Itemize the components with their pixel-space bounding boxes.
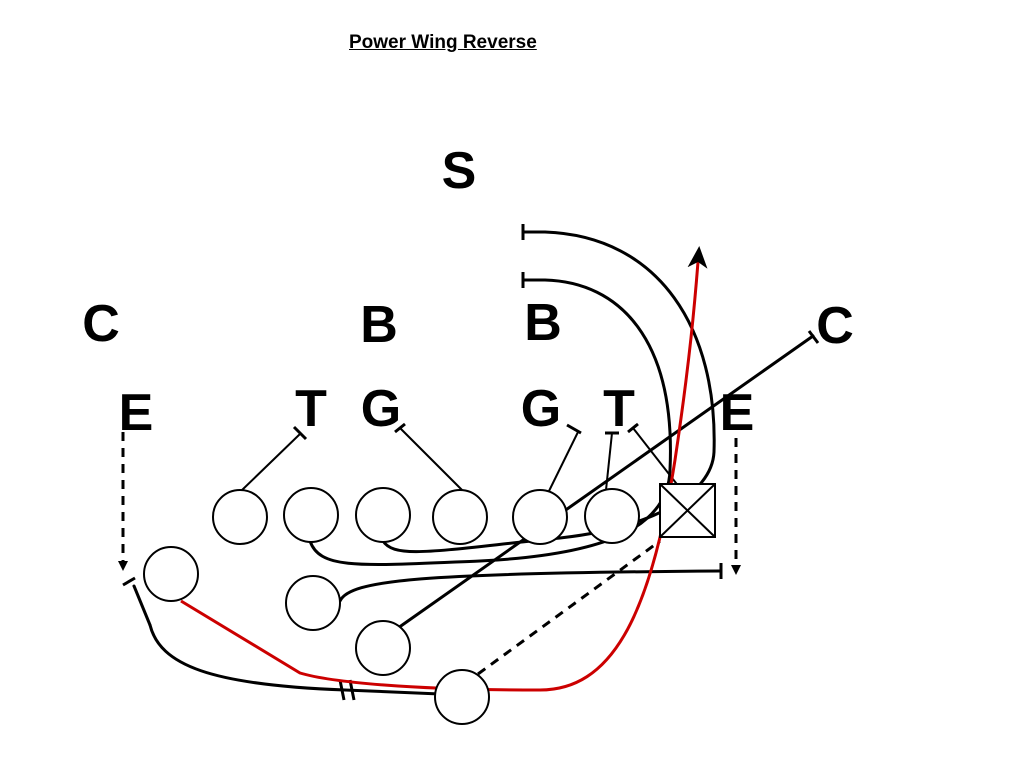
offense-fullback: [285, 575, 341, 631]
defender-safety: S: [442, 142, 477, 200]
defender-left-backer: B: [360, 296, 398, 354]
handoff-route: [148, 623, 442, 696]
defender-right-corner: C: [816, 297, 854, 355]
square-diagonal-2: [659, 483, 716, 538]
block-mark-te: [627, 422, 639, 434]
halfback-route: [396, 334, 815, 630]
offense-split-end: [212, 489, 268, 545]
block-route-lg: [399, 427, 463, 491]
defender-right-backer: B: [524, 294, 562, 352]
offense-left-guard: [355, 487, 411, 543]
block-mark-lt: [292, 425, 308, 441]
fullback-route: [338, 569, 722, 603]
pull-route-tackle: [308, 278, 672, 567]
offense-center: [432, 489, 488, 545]
defender-left-corner: C: [82, 295, 120, 353]
offense-quarterback: [434, 669, 490, 725]
handoff-mark-1: [338, 679, 346, 701]
block-route-rg: [548, 431, 579, 492]
block-mark-lg: [394, 422, 406, 434]
block-route-lt: [240, 432, 302, 492]
defender-left-guard: G: [361, 380, 401, 438]
end-contain-mark: [122, 576, 136, 587]
defender-left-tackle: T: [295, 380, 327, 438]
offense-left-tackle: [283, 487, 339, 543]
reverse-ball-carrier-route: [180, 246, 708, 692]
fake-route: [477, 539, 661, 676]
block-mark-rg: [566, 423, 582, 435]
block-route-te: [632, 427, 684, 493]
halfback-block-mark: [807, 330, 820, 344]
offense-wing-back: [143, 546, 199, 602]
end-contain-route: [132, 584, 152, 627]
defender-right-guard: G: [521, 380, 561, 438]
offense-right-guard: [512, 489, 568, 545]
defender-right-tackle: T: [603, 380, 635, 438]
defender-right-end: E: [720, 384, 755, 442]
play-title: Power Wing Reverse: [349, 32, 537, 53]
offense-halfback: [355, 620, 411, 676]
offense-right-tackle: [584, 488, 640, 544]
